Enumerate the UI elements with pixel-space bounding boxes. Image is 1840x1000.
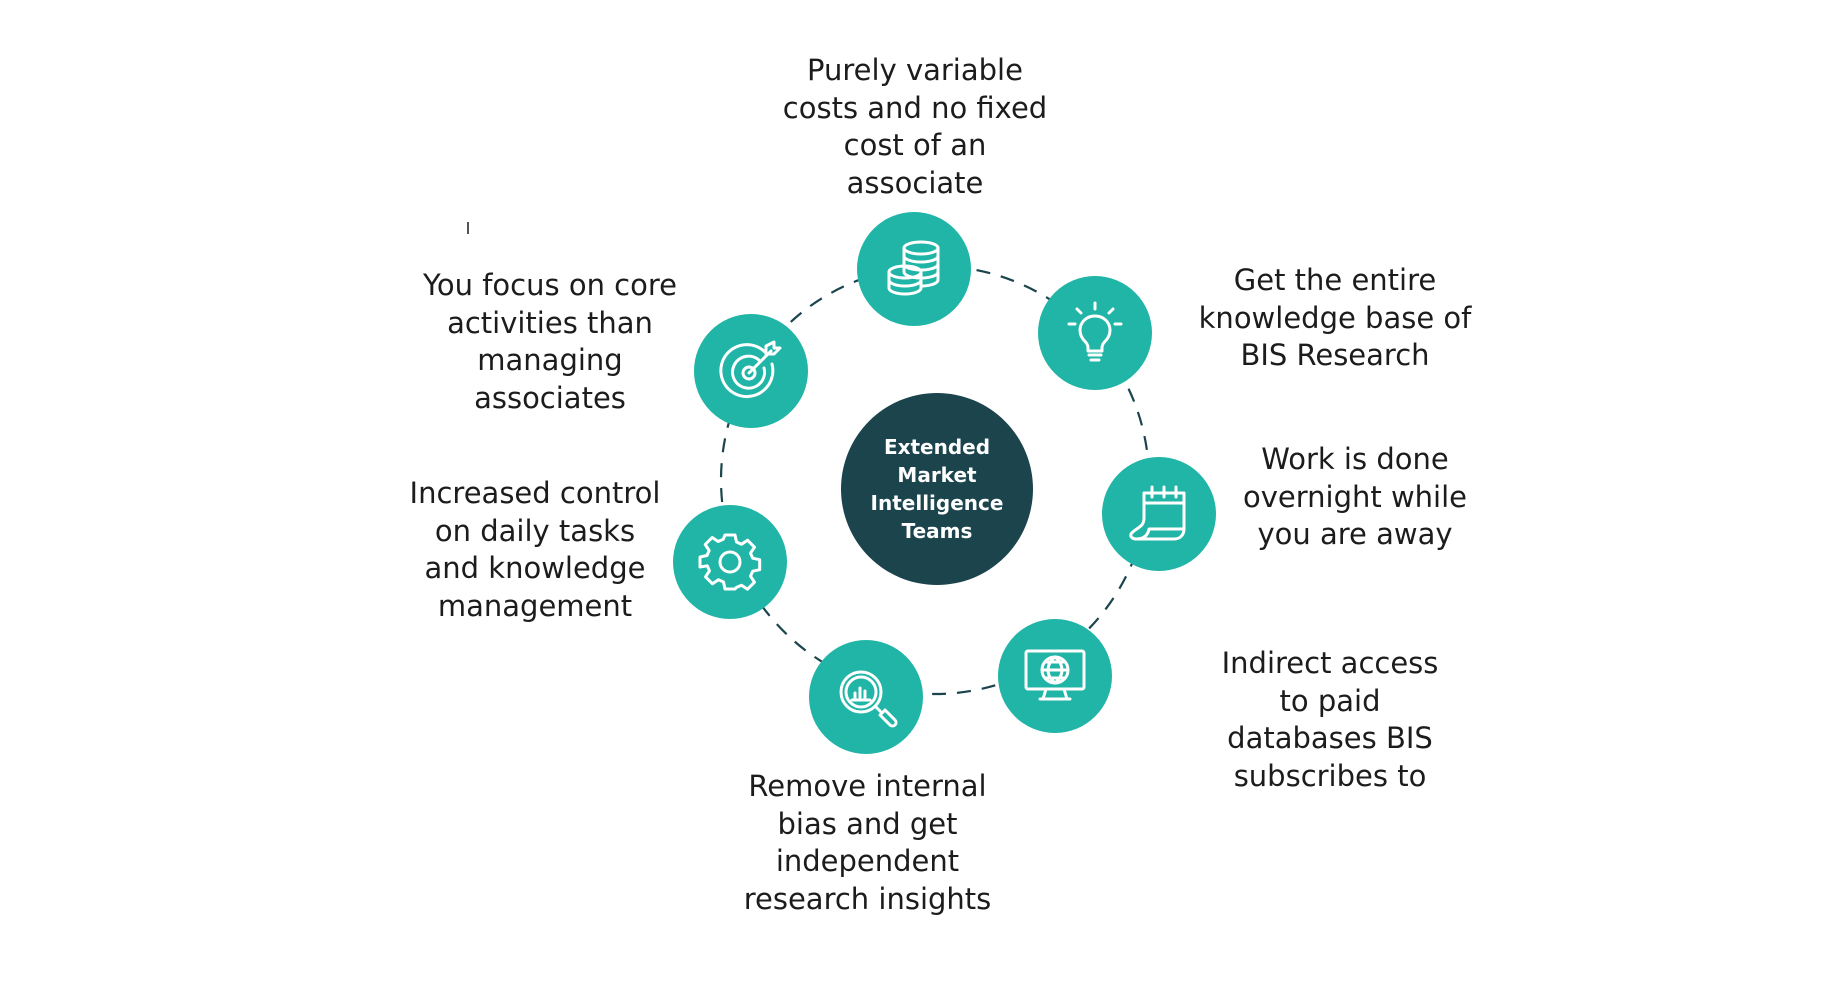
calendar-icon: [1129, 485, 1186, 541]
coins-stack-icon: [887, 240, 940, 296]
benefit-node-knowledge: [1038, 276, 1152, 390]
benefit-node-control: [673, 505, 787, 619]
stray-tick-mark: [467, 222, 469, 234]
benefit-label-focus: You focus on core activities than managi…: [423, 268, 677, 415]
benefit-node-insights: [809, 640, 923, 754]
benefit-node-databases: [998, 619, 1112, 733]
benefit-label-databases: Indirect access to paid databases BIS su…: [1221, 646, 1439, 793]
benefit-label-insights: Remove internal bias and get independent…: [743, 769, 992, 916]
lightbulb-icon: [1067, 301, 1123, 362]
target-arrow-icon: [719, 340, 782, 399]
benefit-node-overnight: [1102, 457, 1216, 571]
benefit-label-costs: Purely variable costs and no fixed cost …: [782, 53, 1048, 200]
center-hub: Extended Market Intelligence Teams: [841, 393, 1033, 585]
benefit-node-focus: [694, 314, 808, 428]
magnifier-chart-icon: [839, 670, 898, 728]
benefit-label-overnight: Work is done overnight while you are awa…: [1242, 442, 1468, 551]
benefit-label-knowledge: Get the entire knowledge base of BIS Res…: [1198, 263, 1472, 372]
globe-monitor-icon: [1024, 649, 1086, 701]
gear-icon: [698, 533, 762, 591]
center-hub-label: Extended Market Intelligence Teams: [870, 435, 1004, 543]
benefit-node-costs: [857, 212, 971, 326]
benefit-label-control: Increased control on daily tasks and kno…: [409, 476, 661, 623]
